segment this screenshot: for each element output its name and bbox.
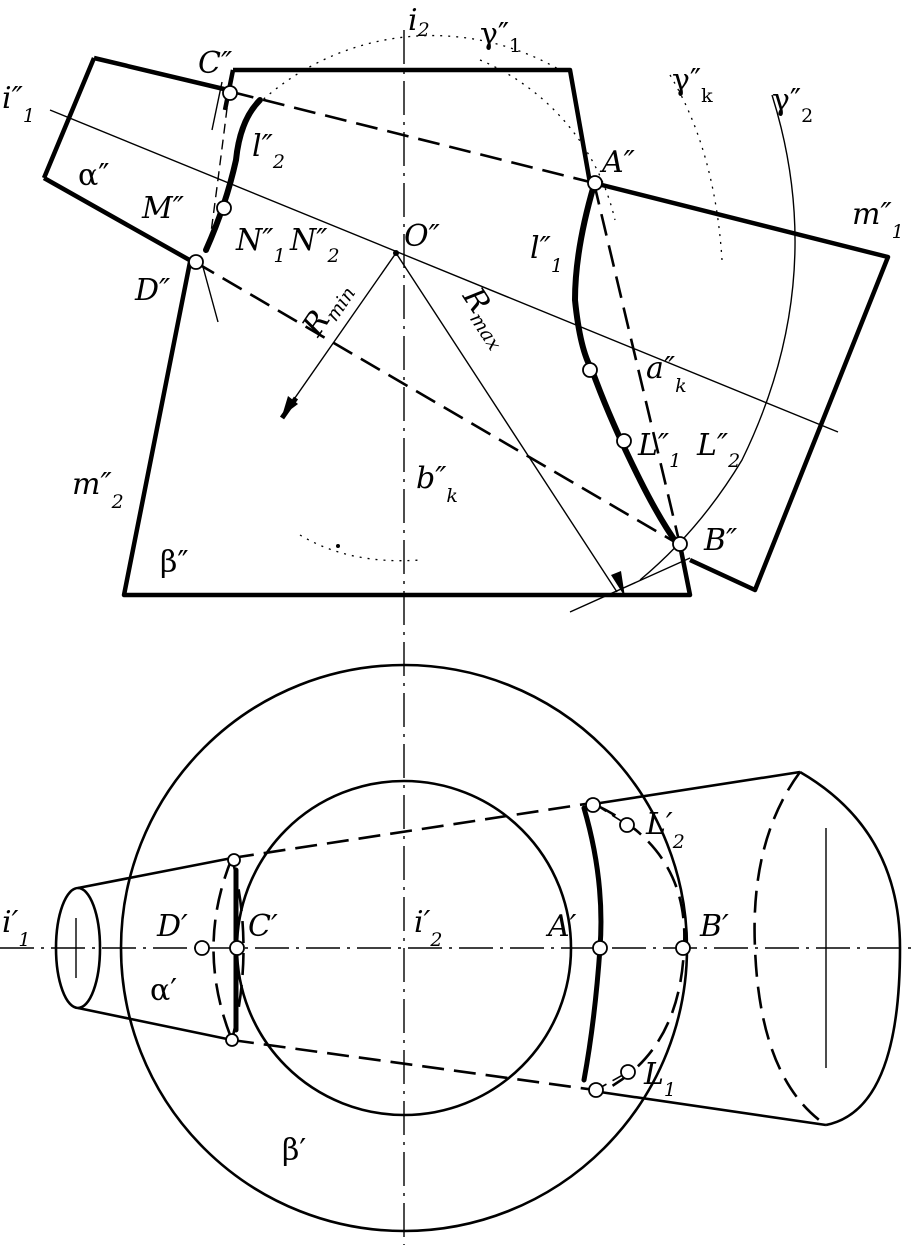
arrow-Rmax-head — [611, 571, 625, 597]
label-L2: L″2 — [696, 428, 740, 472]
label-N2: N″2 — [289, 223, 340, 267]
point-O — [393, 250, 399, 256]
label-i2-prime: i′2 — [414, 905, 443, 951]
top-view: L′2 i′1 D′ C′ i′2 A′ B′ α′ L1 β′ — [0, 663, 916, 1233]
label-A: A″ — [599, 145, 636, 180]
label-bk: b″k — [416, 461, 458, 507]
alpha-generatrix-bottom-left — [77, 1006, 233, 1042]
point-L2 — [619, 817, 635, 833]
label-L2-prime: L′2 — [645, 807, 685, 853]
label-alpha-prime: α′ — [150, 973, 177, 1008]
sphere-gamma2-arc — [639, 94, 796, 581]
point-top-upper — [227, 853, 241, 867]
curve-l2 — [203, 97, 263, 253]
alpha-generatrix-bottom-right — [599, 1090, 827, 1127]
label-C: C″ — [198, 46, 233, 81]
point-B — [672, 536, 688, 552]
axis-i1-line — [49, 109, 839, 433]
point-L1 — [620, 1064, 636, 1080]
label-B: B″ — [703, 523, 738, 558]
point-C — [222, 85, 238, 101]
point-M — [216, 200, 232, 216]
label-L1: L″1 — [637, 428, 681, 472]
label-m2: m″2 — [72, 467, 124, 513]
label-m1: m″1 — [852, 197, 904, 243]
sphere-gammak-arc — [669, 74, 723, 261]
cone-alpha-outline — [41, 55, 891, 593]
sphere-rmin-arc — [299, 534, 421, 562]
label-gammak: γ″k — [672, 63, 713, 107]
alpha-generatrix-top-left — [77, 856, 233, 890]
alpha-generatrix-top-dashed — [231, 801, 593, 860]
label-D: D″ — [134, 273, 171, 308]
label-gamma2: γ″2 — [772, 83, 813, 127]
sphere-gamma1-arc-2 — [479, 59, 616, 221]
label-B-prime: B′ — [699, 909, 729, 944]
point-L — [616, 433, 632, 449]
line-O-Rmax — [395, 252, 618, 593]
label-beta: β″ — [160, 545, 189, 580]
front-view: i2 γ″1 γ″k γ″2 i″1 C″ l″2 α″ A″ M″ N″1 N… — [2, 3, 904, 1245]
section-ellipse-left — [212, 857, 234, 1041]
tick-C — [211, 81, 223, 131]
arrow-Rmin-tick — [279, 396, 299, 420]
point-small-dot — [336, 544, 340, 548]
point-top-lower — [225, 1033, 239, 1047]
alpha-generatrix-lower — [194, 260, 681, 547]
label-alpha: α″ — [78, 158, 109, 193]
label-Rmin: Rmin — [295, 274, 360, 345]
label-A-prime: A′ — [545, 909, 577, 944]
label-D-prime: D′ — [156, 909, 188, 944]
tick-D — [199, 255, 219, 323]
label-l2: l″2 — [252, 129, 285, 173]
point-ak — [582, 362, 598, 378]
label-i1: i″1 — [2, 81, 35, 127]
point-B-prime — [675, 940, 691, 956]
label-C-prime: C′ — [248, 909, 278, 944]
arrow-Rmax-tick — [569, 557, 691, 613]
point-L1-start — [588, 1082, 604, 1098]
alpha-generatrix-upper — [231, 90, 595, 185]
point-D-prime — [194, 940, 210, 956]
label-O: O″ — [404, 219, 441, 254]
label-gamma1: γ″1 — [480, 17, 521, 57]
label-N1: N″1 — [235, 223, 286, 267]
label-l1: l″1 — [530, 231, 563, 277]
label-L1-prime: L1 — [643, 1057, 676, 1101]
label-M: M″ — [141, 191, 185, 226]
label-i2: i2 — [408, 3, 430, 41]
alpha-generatrix-bottom-dashed — [231, 1038, 596, 1092]
point-D — [188, 254, 204, 270]
label-beta-prime: β′ — [282, 1133, 306, 1168]
alpha-generatrix-top-right — [599, 770, 801, 805]
label-ak: a″k — [646, 351, 687, 397]
point-L2-start — [585, 797, 601, 813]
point-C-prime — [229, 940, 245, 956]
curve-l2-dashed — [209, 91, 230, 241]
alpha-large-end-left — [753, 771, 827, 1127]
label-Rmax: Rmax — [452, 280, 519, 354]
arrow-Rmin-shaft — [289, 252, 397, 406]
alpha-large-end-right — [799, 770, 902, 1127]
point-A-prime — [592, 940, 608, 956]
label-i1-prime: i′1 — [2, 905, 31, 951]
point-A — [587, 175, 603, 191]
